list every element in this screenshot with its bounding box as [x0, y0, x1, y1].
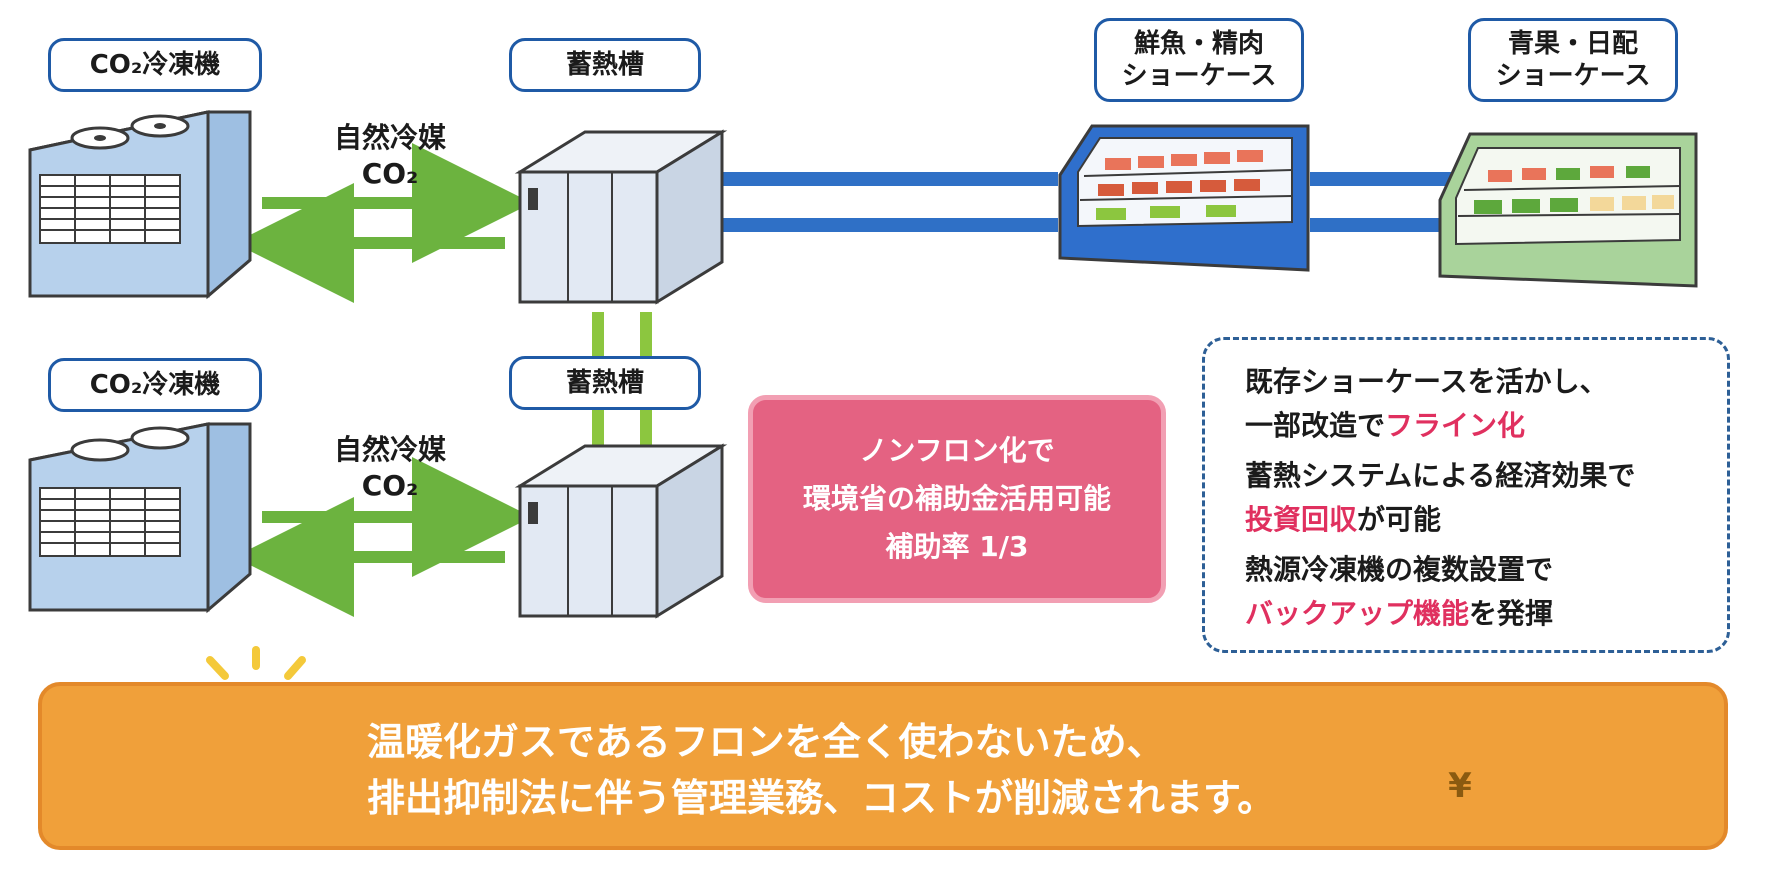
refrigerant-pipes — [720, 172, 1470, 232]
tank-label-text: 蓄熱槽 — [565, 50, 644, 80]
showcase-label-line2: ショーケース — [1495, 61, 1651, 91]
benefit-1-highlight: フライン化 — [1385, 409, 1526, 442]
banner-text: 温暖化ガスであるフロンを全く使わないため、 排出抑制法に伴う管理業務、コストが削… — [367, 714, 1275, 826]
benefit-1-line1: 既存ショーケースを活かし、 — [1245, 365, 1608, 398]
refrigerator-label-text: CO₂冷凍機 — [89, 50, 221, 80]
refrigerant-arrows — [234, 143, 532, 617]
co2-refrigerator-top — [28, 110, 252, 300]
refrigerant-line1: 自然冷媒 — [333, 433, 446, 466]
showcase-meat-fish — [1058, 124, 1310, 272]
showcase-label-meat-fish: 鮮魚・精肉 ショーケース — [1094, 18, 1304, 102]
refrigerant-line2: CO₂ — [361, 469, 419, 502]
cost-reduction-banner: 温暖化ガスであるフロンを全く使わないため、 排出抑制法に伴う管理業務、コストが削… — [38, 682, 1728, 850]
tank-label-bottom: 蓄熱槽 — [509, 356, 701, 410]
tank-label-top: 蓄熱槽 — [509, 38, 701, 92]
benefit-2-line2: 投資回収が可能 — [1245, 503, 1442, 536]
heat-storage-tank-top — [514, 129, 728, 305]
showcase-label-produce: 青果・日配 ショーケース — [1468, 18, 1678, 102]
subsidy-line1: ノンフロン化で — [859, 434, 1055, 467]
showcase-produce-dairy — [1438, 132, 1698, 288]
refrigerator-label-bottom: CO₂冷凍機 — [48, 358, 262, 412]
refrigerator-label-text: CO₂冷凍機 — [89, 370, 221, 400]
refrigerator-label-top: CO₂冷凍機 — [48, 38, 262, 92]
pipe-upper-2 — [1310, 172, 1470, 186]
benefits-box: 既存ショーケースを活かし、 一部改造でフライン化 蓄熱システムによる経済効果で … — [1202, 337, 1730, 653]
co2-refrigerator-bottom — [28, 422, 252, 614]
showcase-label-line2: ショーケース — [1121, 61, 1277, 91]
pipe-lower-1 — [720, 218, 1058, 232]
benefit-2-line1: 蓄熱システムによる経済効果で — [1245, 459, 1636, 492]
benefit-3-highlight: バックアップ機能 — [1245, 597, 1470, 630]
fan-icon — [130, 426, 190, 450]
refrigerant-label-bottom: 自然冷媒 CO₂ — [315, 432, 465, 504]
refrigerant-line1: 自然冷媒 — [333, 121, 446, 154]
showcase-label-line1: 青果・日配 — [1507, 29, 1638, 59]
pipe-lower-2 — [1310, 218, 1470, 232]
subsidy-callout: ノンフロン化で 環境省の補助金活用可能 補助率 1/3 — [748, 395, 1166, 603]
refrigerant-label-top: 自然冷媒 CO₂ — [315, 120, 465, 192]
subsidy-line2: 環境省の補助金活用可能 — [802, 482, 1111, 515]
benefit-3-line2: バックアップ機能を発揮 — [1245, 597, 1554, 630]
tank-label-text: 蓄熱槽 — [565, 368, 644, 398]
benefit-3-line1: 熱源冷凍機の複数設置で — [1245, 553, 1554, 586]
subsidy-rate: 補助率 1/3 — [885, 530, 1029, 563]
fan-icon — [70, 438, 130, 462]
heat-storage-tank-bottom — [514, 443, 728, 619]
benefit-1-line2: 一部改造でフライン化 — [1245, 409, 1526, 442]
pipe-upper-1 — [720, 172, 1058, 186]
showcase-label-line1: 鮮魚・精肉 — [1133, 29, 1264, 59]
yen-symbol: ¥ — [1448, 766, 1472, 806]
banner-line1: 温暖化ガスであるフロンを全く使わないため、 — [367, 720, 1165, 764]
refrigerant-line2: CO₂ — [361, 157, 419, 190]
benefit-2-highlight: 投資回収 — [1245, 503, 1358, 536]
banner-line2: 排出抑制法に伴う管理業務、コストが削減されます。 — [367, 776, 1276, 820]
